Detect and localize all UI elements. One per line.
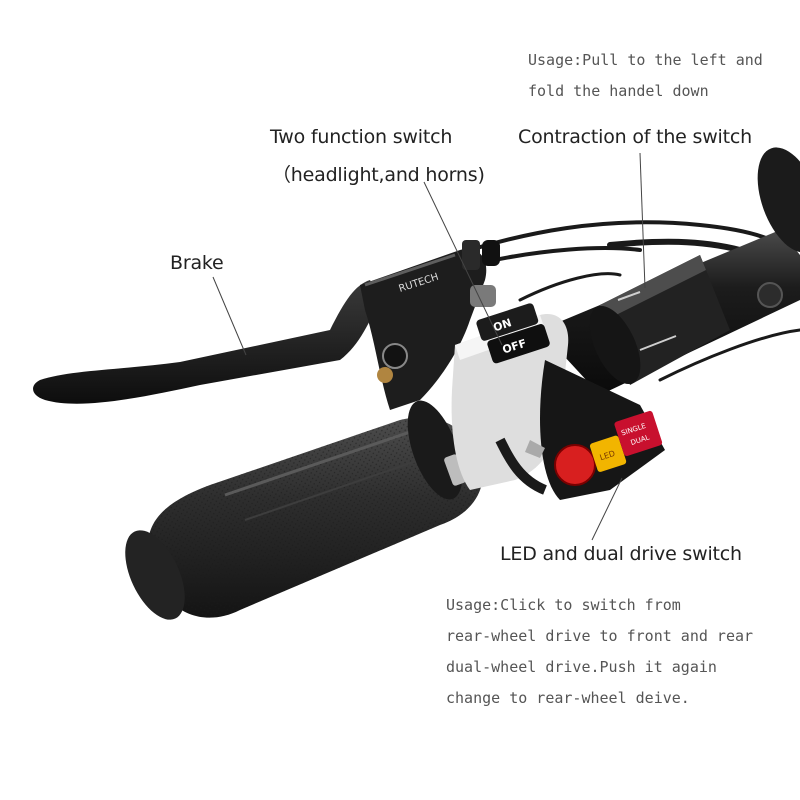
contraction-usage-line: Usage:Pull to the left and: [528, 51, 763, 69]
two-function-switch-detail: （headlight,and horns): [272, 164, 485, 186]
on-button-text: ON: [492, 316, 514, 334]
led-callout-line: [591, 477, 623, 541]
led-dual-drive-switch: LED SINGLE DUAL: [525, 360, 665, 500]
two-function-switch-label: Two function switch: [270, 126, 453, 148]
horn-button: [554, 444, 596, 486]
brake-label: Brake: [170, 252, 224, 274]
drive-mode-button: [614, 410, 663, 456]
dual-drive-usage-line: change to rear-wheel deive.: [446, 689, 690, 707]
brake-lever: RUTECH: [33, 240, 500, 410]
two-function-callout-line: [423, 181, 503, 346]
contraction-callout-line: [639, 152, 646, 289]
contraction-usage-note: Usage:Pull to the left and fold the hand…: [528, 45, 763, 107]
contraction-switch-label: Contraction of the switch: [518, 126, 752, 148]
contraction-usage-line: fold the handel down: [528, 82, 709, 100]
callout-lines: [212, 152, 646, 541]
dual-drive-usage-line: rear-wheel drive to front and rear: [446, 627, 754, 645]
brake-callout-line: [212, 276, 247, 356]
dual-drive-usage-line: dual-wheel drive.Push it again: [446, 658, 717, 676]
dual-drive-usage-note: Usage:Click to switch from rear-wheel dr…: [446, 590, 753, 714]
handlebar-grip: [125, 400, 483, 620]
dual-drive-usage-line: Usage:Click to switch from: [446, 596, 681, 614]
led-button: [589, 435, 627, 472]
led-dual-drive-label: LED and dual drive switch: [500, 543, 742, 565]
contraction-switch-sleeve: [589, 255, 730, 385]
